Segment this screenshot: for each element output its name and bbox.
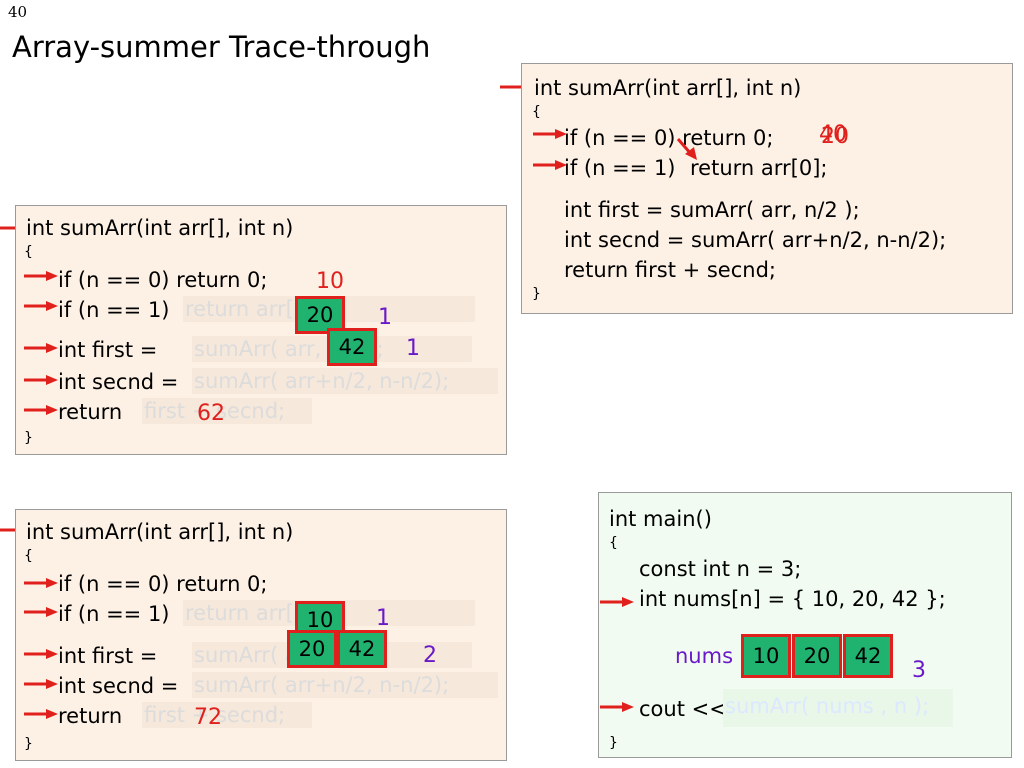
secnd-line: int secnd = sumArr( arr+n/2, n-n/2); xyxy=(564,228,947,252)
pointer-arrow-icon xyxy=(533,159,567,171)
pointer-arrow-icon xyxy=(24,404,58,416)
if-one-line: if (n == 1) xyxy=(58,602,170,626)
array-size: 3 xyxy=(912,658,926,683)
return-line: return first + secnd; xyxy=(564,258,776,282)
slide-title: Array-summer Trace-through xyxy=(12,30,431,64)
close-brace: } xyxy=(532,286,541,302)
first-line: int first = xyxy=(58,338,158,362)
array-cell: 42 xyxy=(327,328,377,366)
open-brace: { xyxy=(24,548,33,564)
if-zero-line: if (n == 0) return 0; xyxy=(58,572,268,596)
function-signature: int sumArr(int arr[], int n) xyxy=(26,520,294,544)
return-value-old: 40 xyxy=(819,122,847,147)
code-panel-top-right: int sumArr(int arr[], int n) { if (n == … xyxy=(521,63,1013,314)
subarray-size: 2 xyxy=(423,643,437,668)
main-signature: int main() xyxy=(609,507,712,531)
ghost-call: sumArr( nums , n ); xyxy=(723,689,953,727)
if-zero-line: if (n == 0) return 0; xyxy=(564,126,774,150)
subarray-size: 1 xyxy=(406,336,420,361)
cout-line: cout << xyxy=(639,697,727,721)
function-signature: int sumArr(int arr[], int n) xyxy=(534,76,802,100)
pointer-arrow-icon xyxy=(24,300,58,312)
sum-result: 72 xyxy=(194,705,222,730)
array-cell: 42 xyxy=(337,630,387,668)
ghost-return-expr: first + secnd; xyxy=(142,398,312,424)
if-one-line: if (n == 1) xyxy=(58,298,170,322)
open-brace: { xyxy=(24,244,33,260)
pointer-arrow-icon xyxy=(24,606,58,618)
array-cell: 42 xyxy=(843,634,893,678)
code-panel-bottom-left: int sumArr(int arr[], int n) { if (n == … xyxy=(15,509,507,761)
pointer-arrow-icon xyxy=(24,342,58,354)
pointer-arrow-icon xyxy=(600,701,634,713)
slide-number: 40 xyxy=(8,3,28,21)
close-brace: } xyxy=(609,735,618,751)
return-arr0: return arr[0]; xyxy=(690,156,828,180)
if-one-line: if (n == 1) xyxy=(564,156,676,180)
pointer-arrow-icon xyxy=(24,648,58,660)
array-cell: 20 xyxy=(287,630,337,668)
code-panel-middle-left: int sumArr(int arr[], int n) { if (n == … xyxy=(15,205,507,455)
diagonal-arrow-icon xyxy=(676,138,697,160)
return-line: return xyxy=(58,400,123,424)
secnd-line: int secnd = xyxy=(58,674,179,698)
return-value-label: 10 xyxy=(316,269,344,294)
secnd-line: int secnd = xyxy=(58,370,179,394)
open-brace: { xyxy=(609,535,618,551)
close-brace: } xyxy=(24,736,33,752)
pointer-arrow-icon xyxy=(24,708,58,720)
call-args: ( nums , n ); xyxy=(800,694,930,718)
sum-result: 62 xyxy=(197,401,225,426)
first-line: int first = sumArr( arr, n/2 ); xyxy=(564,198,860,222)
subarray-size: 1 xyxy=(376,606,390,631)
if-zero-line: if (n == 0) return 0; xyxy=(58,268,268,292)
nums-line: int nums[n] = { 10, 20, 42 }; xyxy=(639,587,946,611)
pointer-arrow-icon xyxy=(24,270,58,282)
array-cell: 20 xyxy=(295,296,345,334)
first-line: int first = xyxy=(58,644,158,668)
pointer-arrow-icon xyxy=(24,678,58,690)
subarray-size: 1 xyxy=(378,305,392,330)
code-panel-main: int main() { const int n = 3; int nums[n… xyxy=(598,492,1012,758)
function-signature: int sumArr(int arr[], int n) xyxy=(26,216,294,240)
array-cell: 10 xyxy=(741,634,791,678)
pointer-arrow-icon xyxy=(533,128,567,140)
nums-label: nums xyxy=(675,644,734,668)
open-brace: { xyxy=(532,104,541,120)
return-line: return xyxy=(58,704,123,728)
call-name: sumArr xyxy=(725,694,801,718)
pointer-arrow-icon xyxy=(24,374,58,386)
return-value-new: 20 xyxy=(821,124,849,149)
const-line: const int n = 3; xyxy=(639,557,802,581)
ghost-secnd-call: sumArr( arr+n/2, n-n/2); xyxy=(192,368,498,394)
pointer-arrow-icon xyxy=(600,596,634,608)
ghost-secnd-call: sumArr( arr+n/2, n-n/2); xyxy=(192,672,498,698)
pointer-arrow-icon xyxy=(24,577,58,589)
array-cell: 20 xyxy=(792,634,842,678)
close-brace: } xyxy=(24,430,33,446)
ghost-return-expr: first + secnd; xyxy=(142,702,312,728)
